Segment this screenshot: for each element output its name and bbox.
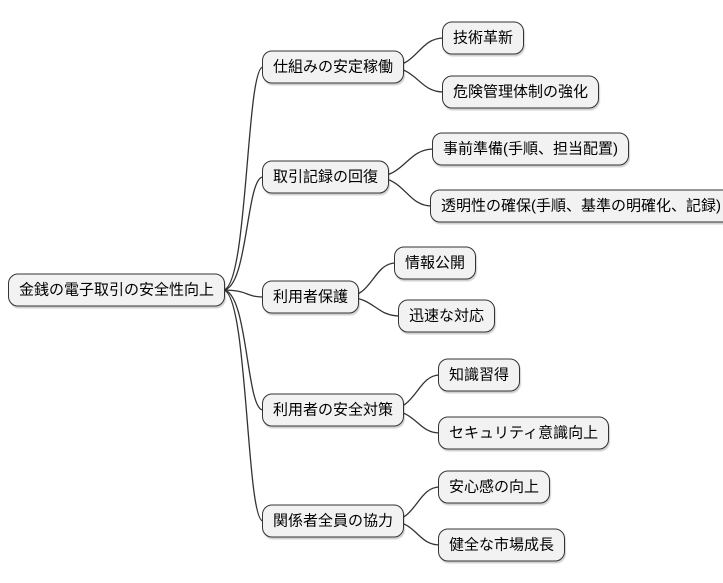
branch-node-stable-operation: 仕組みの安定稼働 — [262, 50, 405, 84]
leaf-node-transparency: 透明性の確保(手順、基準の明確化、記録) — [430, 189, 723, 223]
leaf-node-quick-response: 迅速な対応 — [398, 299, 496, 333]
leaf-node-tech-innovation: 技術革新 — [442, 21, 525, 55]
branch-node-user-protection: 利用者保護 — [262, 280, 360, 314]
leaf-node-info-disclosure: 情報公開 — [394, 246, 477, 280]
edge-root-branch2 — [222, 176, 264, 291]
branch-node-cooperation: 関係者全員の協力 — [262, 504, 405, 538]
edge-root-branch1 — [222, 66, 264, 291]
leaf-node-knowledge: 知識習得 — [438, 358, 521, 392]
root-node: 金銭の電子取引の安全性向上 — [8, 273, 226, 307]
edge-root-branch5 — [222, 289, 264, 522]
leaf-node-reassurance: 安心感の向上 — [438, 470, 551, 504]
branch-node-record-recovery: 取引記録の回復 — [262, 160, 390, 194]
leaf-node-security-awareness: セキュリティ意識向上 — [438, 416, 610, 450]
edge-root-branch3 — [222, 289, 264, 298]
branch-node-user-safety: 利用者の安全対策 — [262, 393, 405, 427]
leaf-node-risk-management: 危険管理体制の強化 — [442, 75, 600, 109]
leaf-node-market-growth: 健全な市場成長 — [438, 528, 566, 562]
edge-root-branch4 — [222, 289, 264, 411]
leaf-node-advance-prep: 事前準備(手順、担当配置) — [432, 132, 629, 166]
